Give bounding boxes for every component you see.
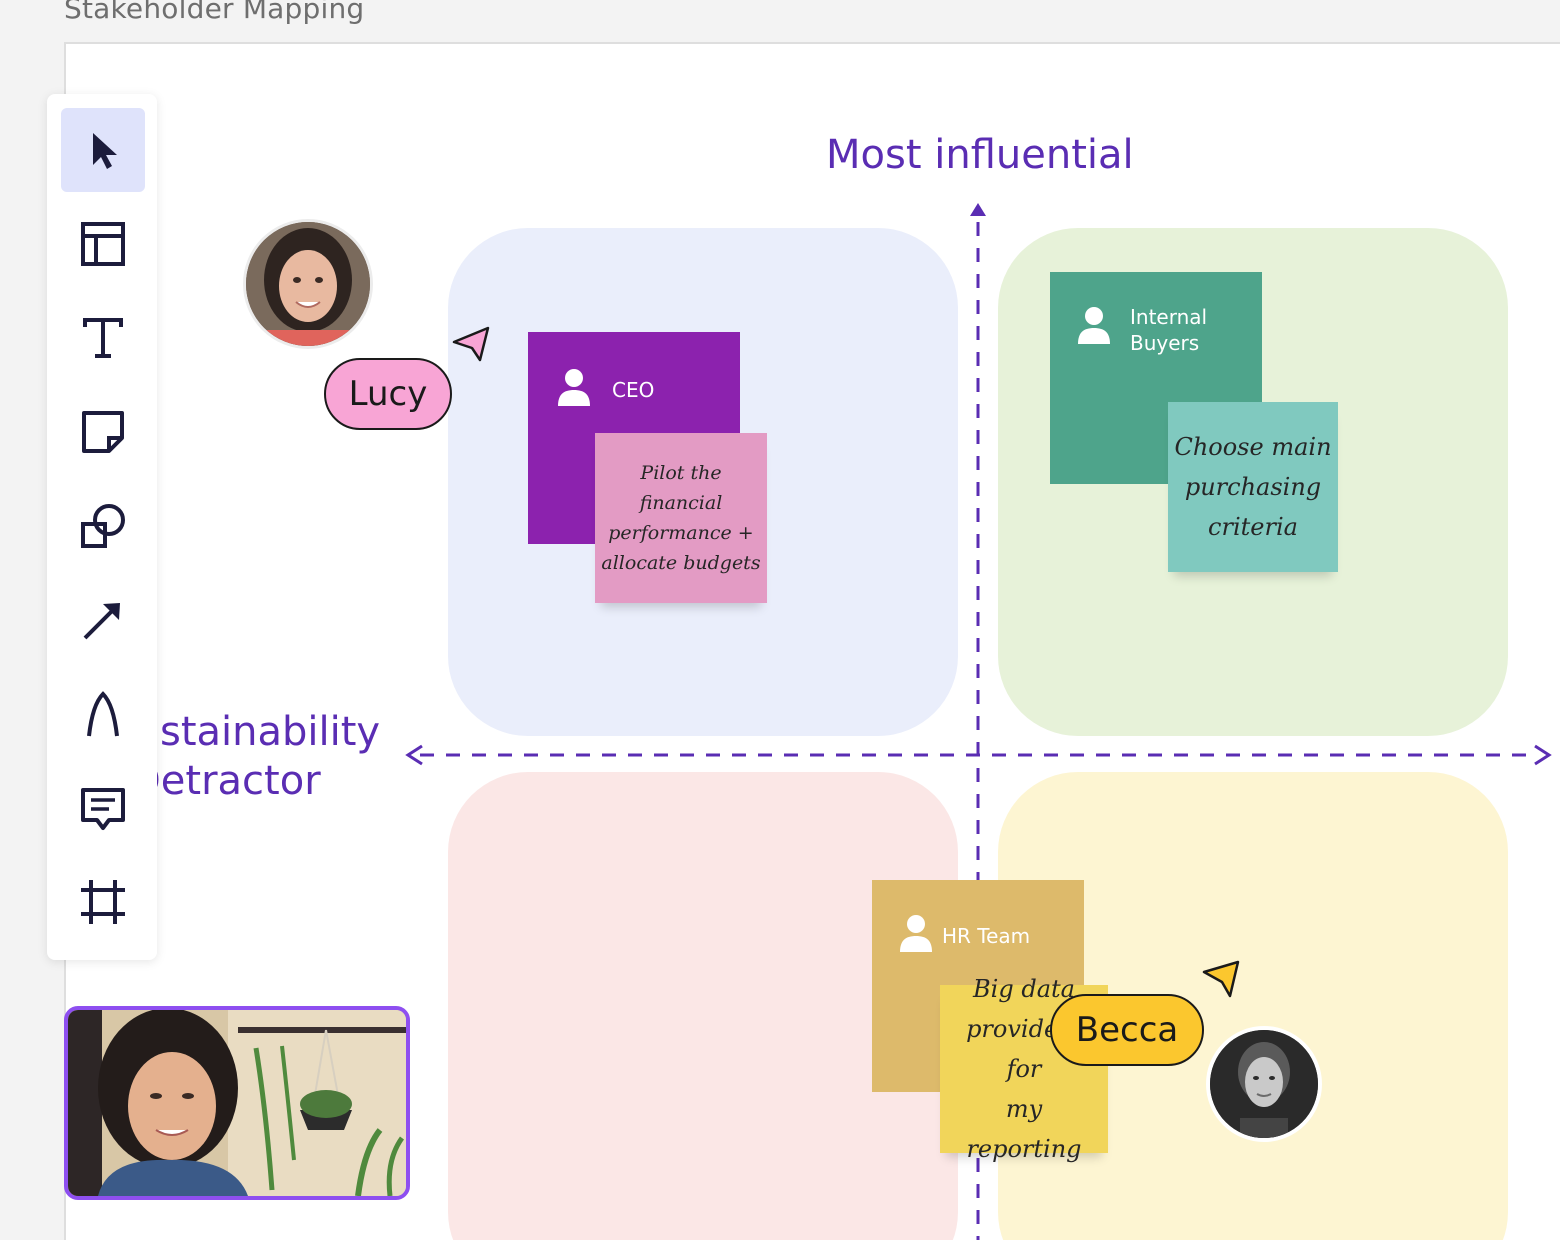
pointer-icon bbox=[93, 133, 117, 169]
collaborator-label-becca: Becca bbox=[1050, 994, 1204, 1066]
board-title: Stakeholder Mapping bbox=[64, 0, 365, 25]
tool-pen[interactable] bbox=[61, 672, 145, 756]
video-call-tile[interactable] bbox=[64, 1006, 410, 1200]
sticky-line: performance + bbox=[608, 522, 754, 544]
horizontal-axis-right-arrowhead bbox=[1534, 744, 1552, 766]
sticky-line: financial bbox=[639, 492, 723, 514]
sticky-note-teal[interactable]: Choose main purchasing criteria bbox=[1168, 402, 1338, 572]
sticky-note-pink[interactable]: Pilot the financial performance + alloca… bbox=[595, 433, 767, 603]
sticky-line: purchasing bbox=[1184, 473, 1322, 501]
tool-comment[interactable] bbox=[61, 766, 145, 850]
sticky-line: Big data bbox=[973, 975, 1075, 1003]
sticky-note-icon bbox=[82, 411, 124, 453]
comment-icon bbox=[81, 788, 125, 830]
tool-sticky-note[interactable] bbox=[61, 390, 145, 474]
tool-select[interactable] bbox=[61, 108, 145, 192]
vertical-axis-arrowhead bbox=[970, 203, 986, 216]
card-label: CEO bbox=[612, 378, 655, 402]
layout-icon bbox=[81, 222, 125, 266]
person-icon bbox=[558, 369, 590, 406]
tool-shapes[interactable] bbox=[61, 484, 145, 568]
sticky-line: allocate budgets bbox=[601, 552, 761, 574]
cursor-lucy-icon bbox=[452, 326, 490, 362]
person-icon bbox=[900, 915, 932, 952]
collaborator-label-lucy: Lucy bbox=[324, 358, 452, 430]
pen-icon bbox=[87, 691, 119, 737]
sticky-line: Pilot the bbox=[640, 462, 722, 484]
card-label: HR Team bbox=[942, 924, 1031, 948]
tool-line[interactable] bbox=[61, 578, 145, 662]
text-icon bbox=[83, 318, 123, 358]
axis-label-top: Most influential bbox=[826, 132, 1134, 178]
card-label: Internal Buyers bbox=[1130, 304, 1250, 356]
tool-frame[interactable] bbox=[61, 860, 145, 944]
card-label-line1: Internal bbox=[1130, 305, 1208, 329]
frame-icon bbox=[81, 880, 125, 924]
axis-label-left-line2: Detractor bbox=[152, 758, 321, 804]
sticky-line: criteria bbox=[1208, 513, 1298, 541]
arrow-icon bbox=[83, 603, 120, 640]
video-feed bbox=[68, 1010, 406, 1196]
horizontal-axis-left-arrowhead bbox=[405, 744, 423, 766]
person-icon bbox=[1078, 307, 1110, 344]
sticky-line: my reporting bbox=[966, 1095, 1082, 1163]
shapes-icon bbox=[81, 504, 125, 548]
avatar-photo bbox=[1210, 1030, 1318, 1138]
axis-label-left-line1: stainability bbox=[160, 709, 381, 755]
sticky-line: Choose main bbox=[1174, 433, 1332, 461]
avatar-becca bbox=[1206, 1026, 1322, 1142]
avatar-photo bbox=[246, 222, 370, 346]
avatar-lucy bbox=[243, 219, 373, 349]
toolbar bbox=[47, 94, 157, 960]
tool-text[interactable] bbox=[61, 296, 145, 380]
tool-template[interactable] bbox=[61, 202, 145, 286]
axis-label-left: stainability Detractor bbox=[152, 708, 392, 808]
cursor-becca-icon bbox=[1202, 960, 1240, 998]
card-label-line2: Buyers bbox=[1130, 331, 1200, 355]
